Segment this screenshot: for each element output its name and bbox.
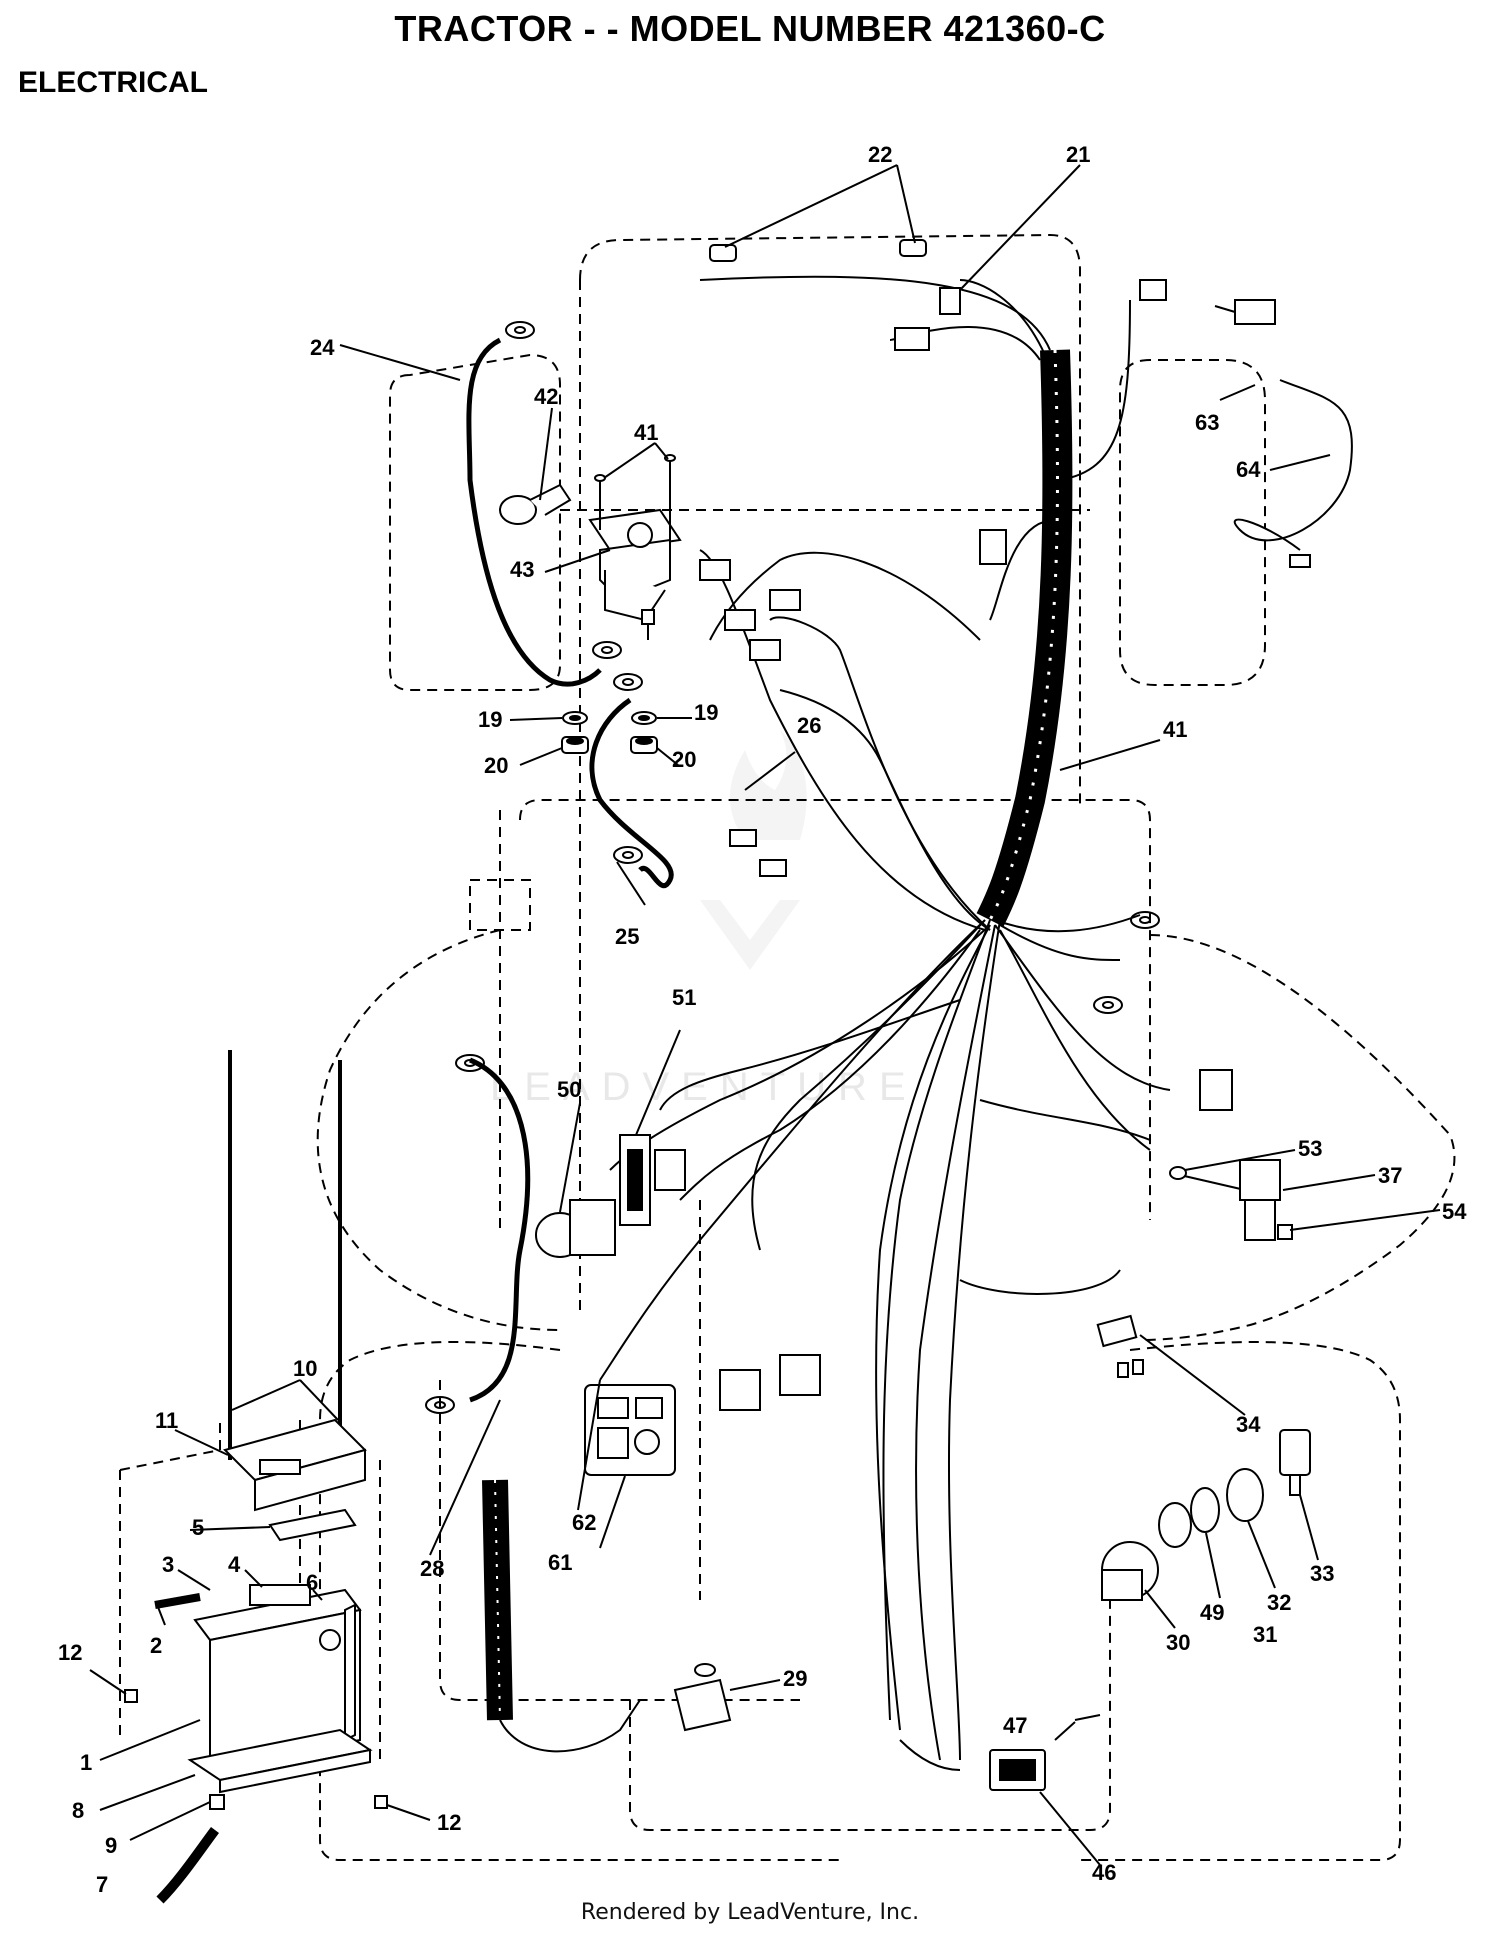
footer-credit: Rendered by LeadVenture, Inc. [580, 1900, 920, 1925]
fuse-block [584, 1354, 821, 1476]
switch-63 [1214, 299, 1353, 568]
page-title: TRACTOR - - MODEL NUMBER 421360-C [394, 8, 1106, 49]
ring-terminals [425, 321, 1160, 1414]
cable-24 [466, 337, 602, 687]
watermark-text: LEADVENTURE [490, 1065, 918, 1109]
callout-8: 8 [72, 1798, 84, 1823]
callout-2: 2 [150, 1633, 162, 1658]
callout-29: 29 [783, 1666, 807, 1691]
callout-12-right: 12 [437, 1810, 461, 1835]
main-harness [976, 349, 1073, 927]
callout-37: 37 [1378, 1163, 1402, 1188]
callout-49: 49 [1200, 1600, 1224, 1625]
callout-5: 5 [192, 1515, 204, 1540]
callout-40: 41 [1163, 717, 1187, 742]
headlight-connectors [699, 239, 1233, 1111]
callout-25: 25 [615, 924, 639, 949]
hour-meter [989, 1714, 1101, 1791]
callout-47: 47 [1003, 1713, 1027, 1738]
callout-4: 4 [228, 1552, 241, 1577]
rocker-switch [1096, 1314, 1144, 1378]
callout-19-left: 19 [478, 707, 502, 732]
callout-3: 3 [162, 1552, 174, 1577]
callout-20-left: 20 [484, 753, 508, 778]
leader-lines [89, 164, 1441, 1866]
callout-34: 34 [1236, 1412, 1261, 1437]
callout-33: 33 [1310, 1561, 1334, 1586]
screws [594, 454, 676, 560]
modules-left [535, 1134, 686, 1258]
callout-61: 61 [548, 1550, 572, 1575]
battery-assembly [124, 1050, 388, 1904]
callout-labels: 22 21 24 42 41 43 19 19 20 20 25 26 41 6… [58, 142, 1467, 1897]
callout-42: 42 [534, 384, 558, 409]
callout-11: 11 [155, 1408, 178, 1433]
washers-nuts [561, 711, 658, 754]
callout-7: 7 [96, 1872, 108, 1897]
switch-29 [673, 1663, 732, 1732]
callout-20-right: 20 [672, 747, 696, 772]
harness-wires [599, 275, 1171, 1771]
callout-28: 28 [420, 1556, 444, 1581]
callout-43: 43 [510, 557, 534, 582]
callout-64: 64 [1236, 457, 1261, 482]
ignition-parts [1101, 1429, 1311, 1601]
callout-50: 50 [557, 1077, 581, 1102]
callout-32: 32 [1267, 1590, 1291, 1615]
terminal-boot [499, 483, 572, 525]
callout-51: 51 [672, 985, 696, 1010]
callout-30: 30 [1166, 1630, 1190, 1655]
callout-41: 41 [634, 420, 658, 445]
solenoid [588, 508, 682, 640]
battery-cables [466, 337, 674, 1403]
seat-switch [1169, 1159, 1293, 1241]
callout-22: 22 [868, 142, 892, 167]
callout-26: 26 [797, 713, 821, 738]
callout-10: 10 [293, 1356, 317, 1381]
callout-1: 1 [80, 1750, 92, 1775]
cable-28 [469, 1057, 531, 1403]
section-title: ELECTRICAL [18, 66, 208, 99]
callout-53: 53 [1298, 1136, 1322, 1161]
callout-54: 54 [1442, 1199, 1467, 1224]
callout-19-right: 19 [694, 700, 718, 725]
callout-6: 6 [306, 1570, 318, 1595]
callout-12-left: 12 [58, 1640, 82, 1665]
callout-9: 9 [105, 1833, 117, 1858]
callout-24: 24 [310, 335, 335, 360]
cable-25 [589, 697, 674, 889]
callout-46: 46 [1092, 1860, 1116, 1885]
callout-21: 21 [1066, 142, 1090, 167]
callout-62: 62 [572, 1510, 596, 1535]
callout-63: 63 [1195, 410, 1219, 435]
callout-31: 31 [1253, 1622, 1277, 1647]
watermark-logo [700, 730, 807, 970]
